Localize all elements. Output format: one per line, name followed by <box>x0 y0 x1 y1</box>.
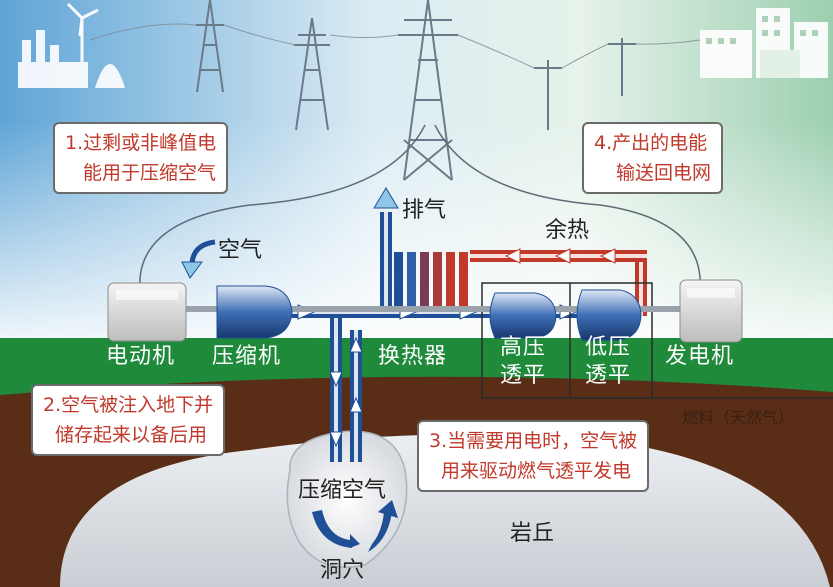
rock-dome-label: 岩丘 <box>510 521 555 546</box>
note-step-3-line-1: 3.当需要用电时，空气被 <box>429 430 638 452</box>
note-step-2-line-1: 2.空气被注入地下并 <box>43 394 214 416</box>
cavern-circulation-arrows <box>312 500 398 552</box>
lp-turbine-label-line-1: 低压 <box>585 335 632 360</box>
cavern-label: 洞穴 <box>320 558 365 583</box>
transmission-towers <box>196 0 636 181</box>
note-step-2: 2.空气被注入地下并 储存起来以备后用 <box>31 384 226 456</box>
factory-icon <box>18 30 125 88</box>
city-buildings-icon <box>700 8 828 78</box>
fuel-label: 燃料（天然气） <box>682 408 795 427</box>
waste-heat-arrows <box>504 248 616 264</box>
hp-turbine-label: 高压 透平 <box>500 334 546 390</box>
hp-turbine-unit <box>489 292 557 339</box>
note-step-3: 3.当需要用电时，空气被 用来驱动燃气透平发电 <box>417 420 650 492</box>
exhaust-label: 排气 <box>402 198 447 223</box>
wind-turbine-icon <box>66 2 99 62</box>
generator-label: 发电机 <box>665 344 735 369</box>
lp-turbine-label: 低压 透平 <box>585 334 631 390</box>
air-label: 空气 <box>218 238 263 263</box>
heat-exchanger-label: 换热器 <box>378 344 448 369</box>
motor-label: 电动机 <box>106 344 176 369</box>
note-step-3-line-2: 用来驱动燃气透平发电 <box>441 460 632 482</box>
lp-turbine-unit <box>576 289 642 341</box>
note-step-1-line-1: 1.过剩或非峰值电 <box>65 132 217 154</box>
hp-turbine-label-line-1: 高压 <box>500 335 547 360</box>
compressor-label: 压缩机 <box>212 344 282 369</box>
grid-wires <box>139 124 701 291</box>
note-step-4-line-1: 4.产出的电能 <box>594 132 708 154</box>
exhaust-arrow <box>373 187 399 209</box>
waste-heat-label: 余热 <box>545 218 590 243</box>
note-step-1-line-2: 能用于压缩空气 <box>83 162 217 184</box>
compressed-air-label: 压缩空气 <box>298 478 387 503</box>
hp-turbine-label-line-2: 透平 <box>500 363 547 388</box>
lp-turbine-label-line-2: 透平 <box>585 363 632 388</box>
note-step-2-line-2: 储存起来以备后用 <box>55 424 208 446</box>
note-step-4: 4.产出的电能 输送回电网 <box>582 122 724 194</box>
turbine-housing <box>481 282 653 399</box>
note-step-4-line-2: 输送回电网 <box>616 162 712 184</box>
compressor-unit <box>216 285 293 339</box>
note-step-1: 1.过剩或非峰值电 能用于压缩空气 <box>53 122 229 194</box>
heat-exchanger-fins <box>394 252 468 312</box>
